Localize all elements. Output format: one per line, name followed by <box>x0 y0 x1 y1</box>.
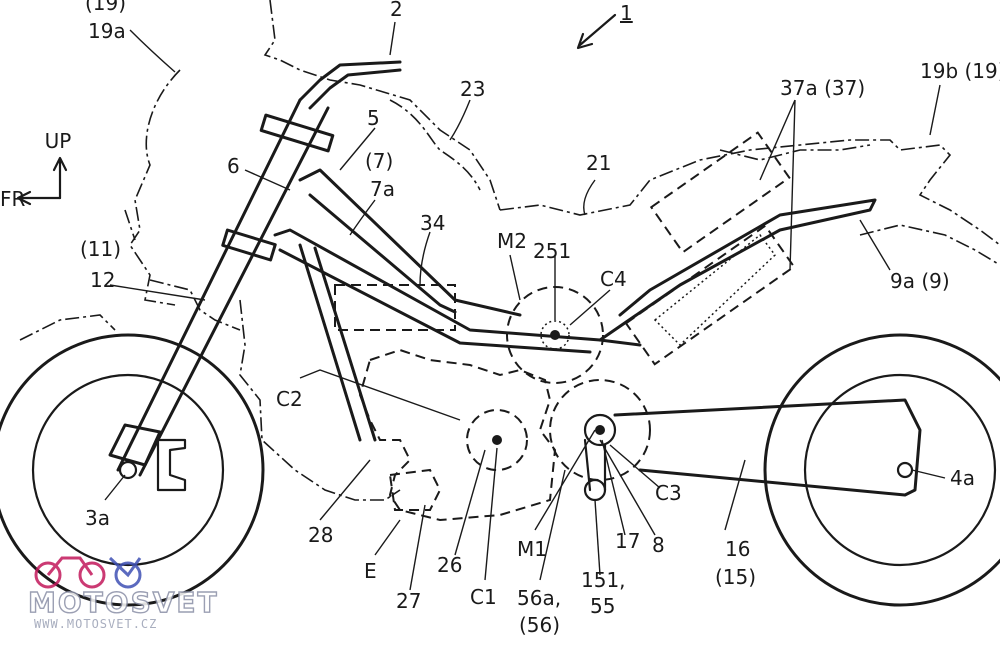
label-17: 17 <box>615 529 640 553</box>
label-E: E <box>364 559 377 583</box>
rider-hand <box>389 99 481 191</box>
tank-outline <box>719 144 871 161</box>
rear-axle-4a <box>896 461 914 479</box>
label-11: (11) <box>80 237 121 261</box>
component-37-inner <box>653 233 777 347</box>
label-8: 8 <box>652 533 665 557</box>
label-16: 16 <box>725 537 750 561</box>
up-arrow <box>52 156 68 200</box>
label-28: 28 <box>308 523 333 547</box>
shaft-C1-center <box>492 435 502 445</box>
rear-rim <box>803 373 997 567</box>
label-6: 6 <box>227 154 240 178</box>
label-251: 251 <box>533 239 571 263</box>
front-fork <box>116 98 330 477</box>
figure-number-label: 1 <box>620 1 633 25</box>
main-frame-lower <box>273 228 642 354</box>
label-15: (15) <box>715 565 756 589</box>
label-M1: M1 <box>517 537 547 561</box>
rear-subframe <box>598 198 877 342</box>
label-12: 12 <box>90 268 115 292</box>
label-56: (56) <box>519 613 560 637</box>
label-7a: 7a <box>370 177 395 201</box>
figure-arrow <box>576 13 617 50</box>
fork-lower-clamp <box>108 423 162 467</box>
upper-triple-clamp <box>259 113 335 153</box>
leader-lines <box>104 21 946 591</box>
label-21: 21 <box>586 151 611 175</box>
label-19: (19) <box>85 0 126 15</box>
front-axle <box>118 460 138 480</box>
label-2: 2 <box>390 0 403 21</box>
seat-outline <box>499 139 1000 246</box>
down-tube <box>298 243 377 442</box>
label-34: 34 <box>420 211 445 235</box>
front-direction-label: FR <box>0 187 26 211</box>
label-19a: 19a <box>88 19 126 43</box>
pivot-center <box>595 425 605 435</box>
handlebar <box>298 60 402 110</box>
front-tire <box>0 333 265 607</box>
main-frame-upper <box>298 168 522 317</box>
label-7: (7) <box>365 149 393 173</box>
label-5: 5 <box>367 106 380 130</box>
engine-E-outline <box>358 348 557 522</box>
label-23: 23 <box>460 77 485 101</box>
label-C2: C2 <box>276 387 303 411</box>
front-rim <box>31 373 225 567</box>
label-27: 27 <box>396 589 421 613</box>
component-34-box <box>334 284 456 331</box>
label-151: 151, <box>581 568 626 592</box>
label-C1: C1 <box>470 585 497 609</box>
label-4a: 4a <box>950 466 975 490</box>
up-direction-label: UP <box>45 129 72 153</box>
label-19b: 19b (19) <box>920 59 1000 83</box>
swingarm-16 <box>613 398 922 497</box>
pivot-17 <box>583 413 617 447</box>
label-3a: 3a <box>85 506 110 530</box>
rear-fender <box>859 224 1000 266</box>
crankcase-27 <box>388 468 442 511</box>
label-26: 26 <box>437 553 462 577</box>
rider-outline <box>124 0 501 306</box>
shaft-C3 <box>549 379 651 481</box>
label-37: 37a (37) <box>780 76 865 100</box>
fairing-lower <box>19 279 241 341</box>
component-37-lower-box <box>624 224 796 366</box>
watermark-url: WWW.MOTOSVET.CZ <box>34 617 157 631</box>
watermark-bike-logo-icon <box>34 556 142 589</box>
label-56a: 56a, <box>517 586 561 610</box>
shaft-C4-ring <box>540 320 570 350</box>
component-151 <box>583 478 607 502</box>
motosvet-watermark: MOTOSVET WWW.MOTOSVET.CZ <box>27 556 219 631</box>
shaft-C1 <box>466 409 528 471</box>
watermark-logo-text: MOTOSVET <box>28 586 219 619</box>
component-37a-box <box>649 131 791 254</box>
label-9a: 9a (9) <box>890 269 950 293</box>
label-C3: C3 <box>655 481 682 505</box>
fr-arrow <box>16 190 62 206</box>
label-C4: C4 <box>600 267 627 291</box>
label-55: 55 <box>590 594 615 618</box>
rider-legs <box>239 299 401 501</box>
shaft-C4-center <box>550 330 560 340</box>
lower-triple-clamp <box>221 228 277 262</box>
front-brake-caliper <box>156 438 187 492</box>
label-M2: M2 <box>497 229 527 253</box>
rear-tire <box>763 333 1000 607</box>
